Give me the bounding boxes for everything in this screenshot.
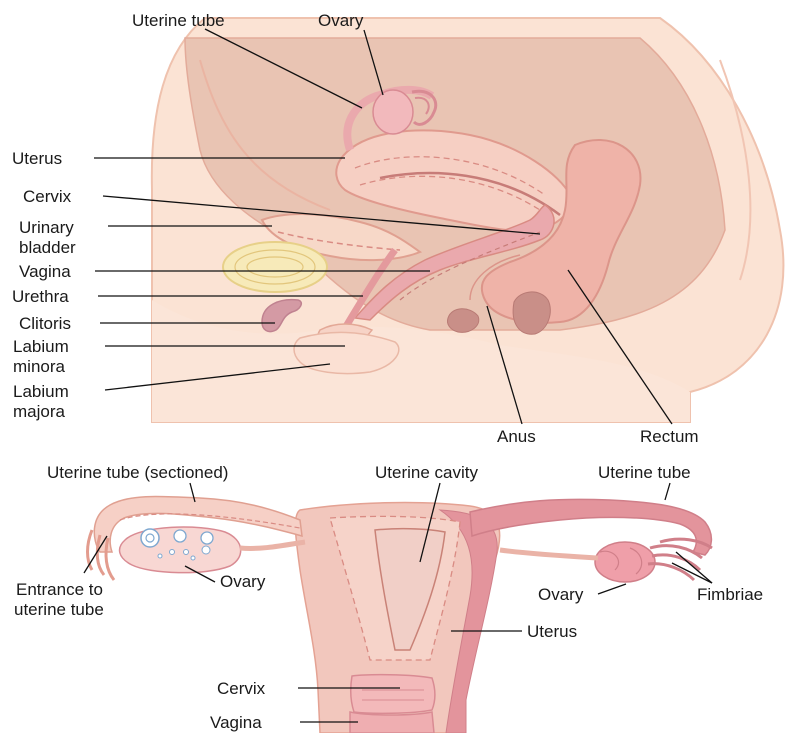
label-frontal-cervix: Cervix bbox=[217, 679, 266, 698]
frontal-cervix bbox=[351, 675, 435, 714]
label-rectum: Rectum bbox=[640, 427, 699, 446]
label-frontal-uterus: Uterus bbox=[527, 622, 577, 641]
frontal-vagina bbox=[350, 712, 434, 733]
label-frontal-uterine-tube: Uterine tube bbox=[598, 463, 691, 482]
label-urethra: Urethra bbox=[12, 287, 69, 306]
label-entrance-line1: Entrance to bbox=[16, 580, 103, 599]
label-urinary-bladder-line1: Urinary bbox=[19, 218, 74, 237]
labium-majora-shape bbox=[294, 332, 399, 373]
frontal-view bbox=[88, 496, 713, 733]
label-anus: Anus bbox=[497, 427, 536, 446]
label-fimbriae: Fimbriae bbox=[697, 585, 763, 604]
sagittal-ovary bbox=[373, 90, 413, 134]
label-labium-majora-line2: majora bbox=[13, 402, 66, 421]
label-uterus: Uterus bbox=[12, 149, 62, 168]
anus-shape bbox=[447, 309, 478, 333]
label-labium-majora-line1: Labium bbox=[13, 382, 69, 401]
frontal-right-ovary bbox=[595, 542, 655, 582]
label-ovary-right: Ovary bbox=[538, 585, 584, 604]
label-clitoris: Clitoris bbox=[19, 314, 71, 333]
label-uterine-cavity: Uterine cavity bbox=[375, 463, 478, 482]
label-vagina: Vagina bbox=[19, 262, 71, 281]
label-urinary-bladder-line2: bladder bbox=[19, 238, 76, 257]
label-uterine-tube: Uterine tube bbox=[132, 11, 225, 30]
label-entrance-line2: uterine tube bbox=[14, 600, 104, 619]
sagittal-view bbox=[152, 18, 784, 422]
label-labium-minora-line2: minora bbox=[13, 357, 66, 376]
label-frontal-vagina: Vagina bbox=[210, 713, 262, 732]
label-ovary: Ovary bbox=[318, 11, 364, 30]
label-labium-minora-line1: Labium bbox=[13, 337, 69, 356]
label-cervix: Cervix bbox=[23, 187, 72, 206]
label-uterine-tube-sectioned: Uterine tube (sectioned) bbox=[47, 463, 228, 482]
label-ovary-left: Ovary bbox=[220, 572, 266, 591]
